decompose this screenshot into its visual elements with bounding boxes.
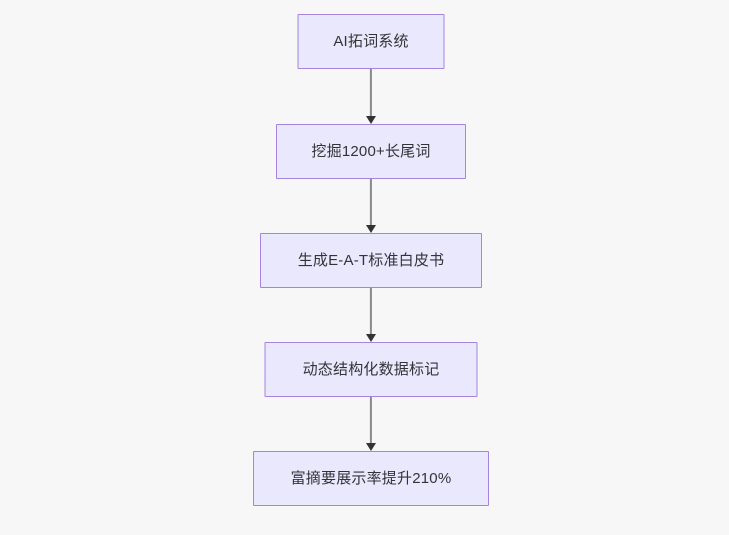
flow-node-generate-eat-whitepaper[interactable]: 生成E-A-T标准白皮书 <box>260 233 482 288</box>
flow-node-label: 动态结构化数据标记 <box>302 361 440 378</box>
flow-node-label: 富摘要展示率提升210% <box>290 470 452 487</box>
flow-node-dynamic-structured-data-markup[interactable]: 动态结构化数据标记 <box>264 342 478 397</box>
flow-node-label: 生成E-A-T标准白皮书 <box>297 252 445 269</box>
edge-line <box>369 179 373 225</box>
arrowhead-icon <box>366 443 376 451</box>
edge-line <box>369 397 373 443</box>
arrowhead-icon <box>366 116 376 124</box>
flow-node-label: AI拓词系统 <box>333 33 409 50</box>
flow-edge-2 <box>365 179 377 233</box>
flow-node-ai-keyword-system[interactable]: AI拓词系统 <box>297 14 445 69</box>
edge-line <box>369 288 373 334</box>
arrowhead-icon <box>366 334 376 342</box>
edge-line <box>369 69 373 116</box>
flow-node-mine-longtail-keywords[interactable]: 挖掘1200+长尾词 <box>276 124 466 179</box>
flow-edge-3 <box>365 288 377 342</box>
flow-edge-1 <box>365 69 377 124</box>
flow-edge-4 <box>365 397 377 451</box>
flow-node-label: 挖掘1200+长尾词 <box>311 143 431 160</box>
flow-node-rich-snippet-impression-uplift[interactable]: 富摘要展示率提升210% <box>253 451 489 506</box>
arrowhead-icon <box>366 225 376 233</box>
